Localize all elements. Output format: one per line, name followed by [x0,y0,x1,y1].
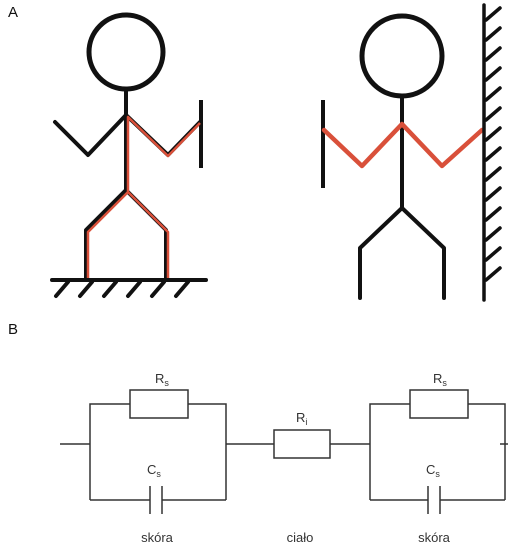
figure-left-left-arm [53,113,128,157]
wall-hatch [482,3,502,302]
caption-skin-left: skóra [141,530,174,545]
resistor-rs-right [409,389,469,419]
caption-skin-right: skóra [418,530,451,545]
panel-b-label: B [8,321,19,338]
figure-left-head [86,12,166,92]
ground-hatch [50,278,208,298]
label-cs-right: Cs [426,462,440,479]
current-path-left [86,115,201,278]
label-rs-left: Rs [155,371,169,388]
resistor-ri [273,429,331,459]
figure-right-left-leg [358,206,404,300]
caption-body: ciało [287,530,314,545]
figure-left-right-leg [124,188,168,280]
label-cs-left: Cs [147,462,161,479]
current-path-right [321,121,485,169]
circuit [60,389,508,514]
figure-right-right-leg [400,206,446,300]
label-ri: Ri [296,410,307,427]
label-rs-right: Rs [433,371,447,388]
figure-left [50,12,208,298]
panel-a-label: A [8,4,19,21]
figure-right [321,3,502,302]
figure-right-head [359,13,445,99]
resistor-rs-left [129,389,189,419]
figure-left-left-leg [84,188,128,280]
